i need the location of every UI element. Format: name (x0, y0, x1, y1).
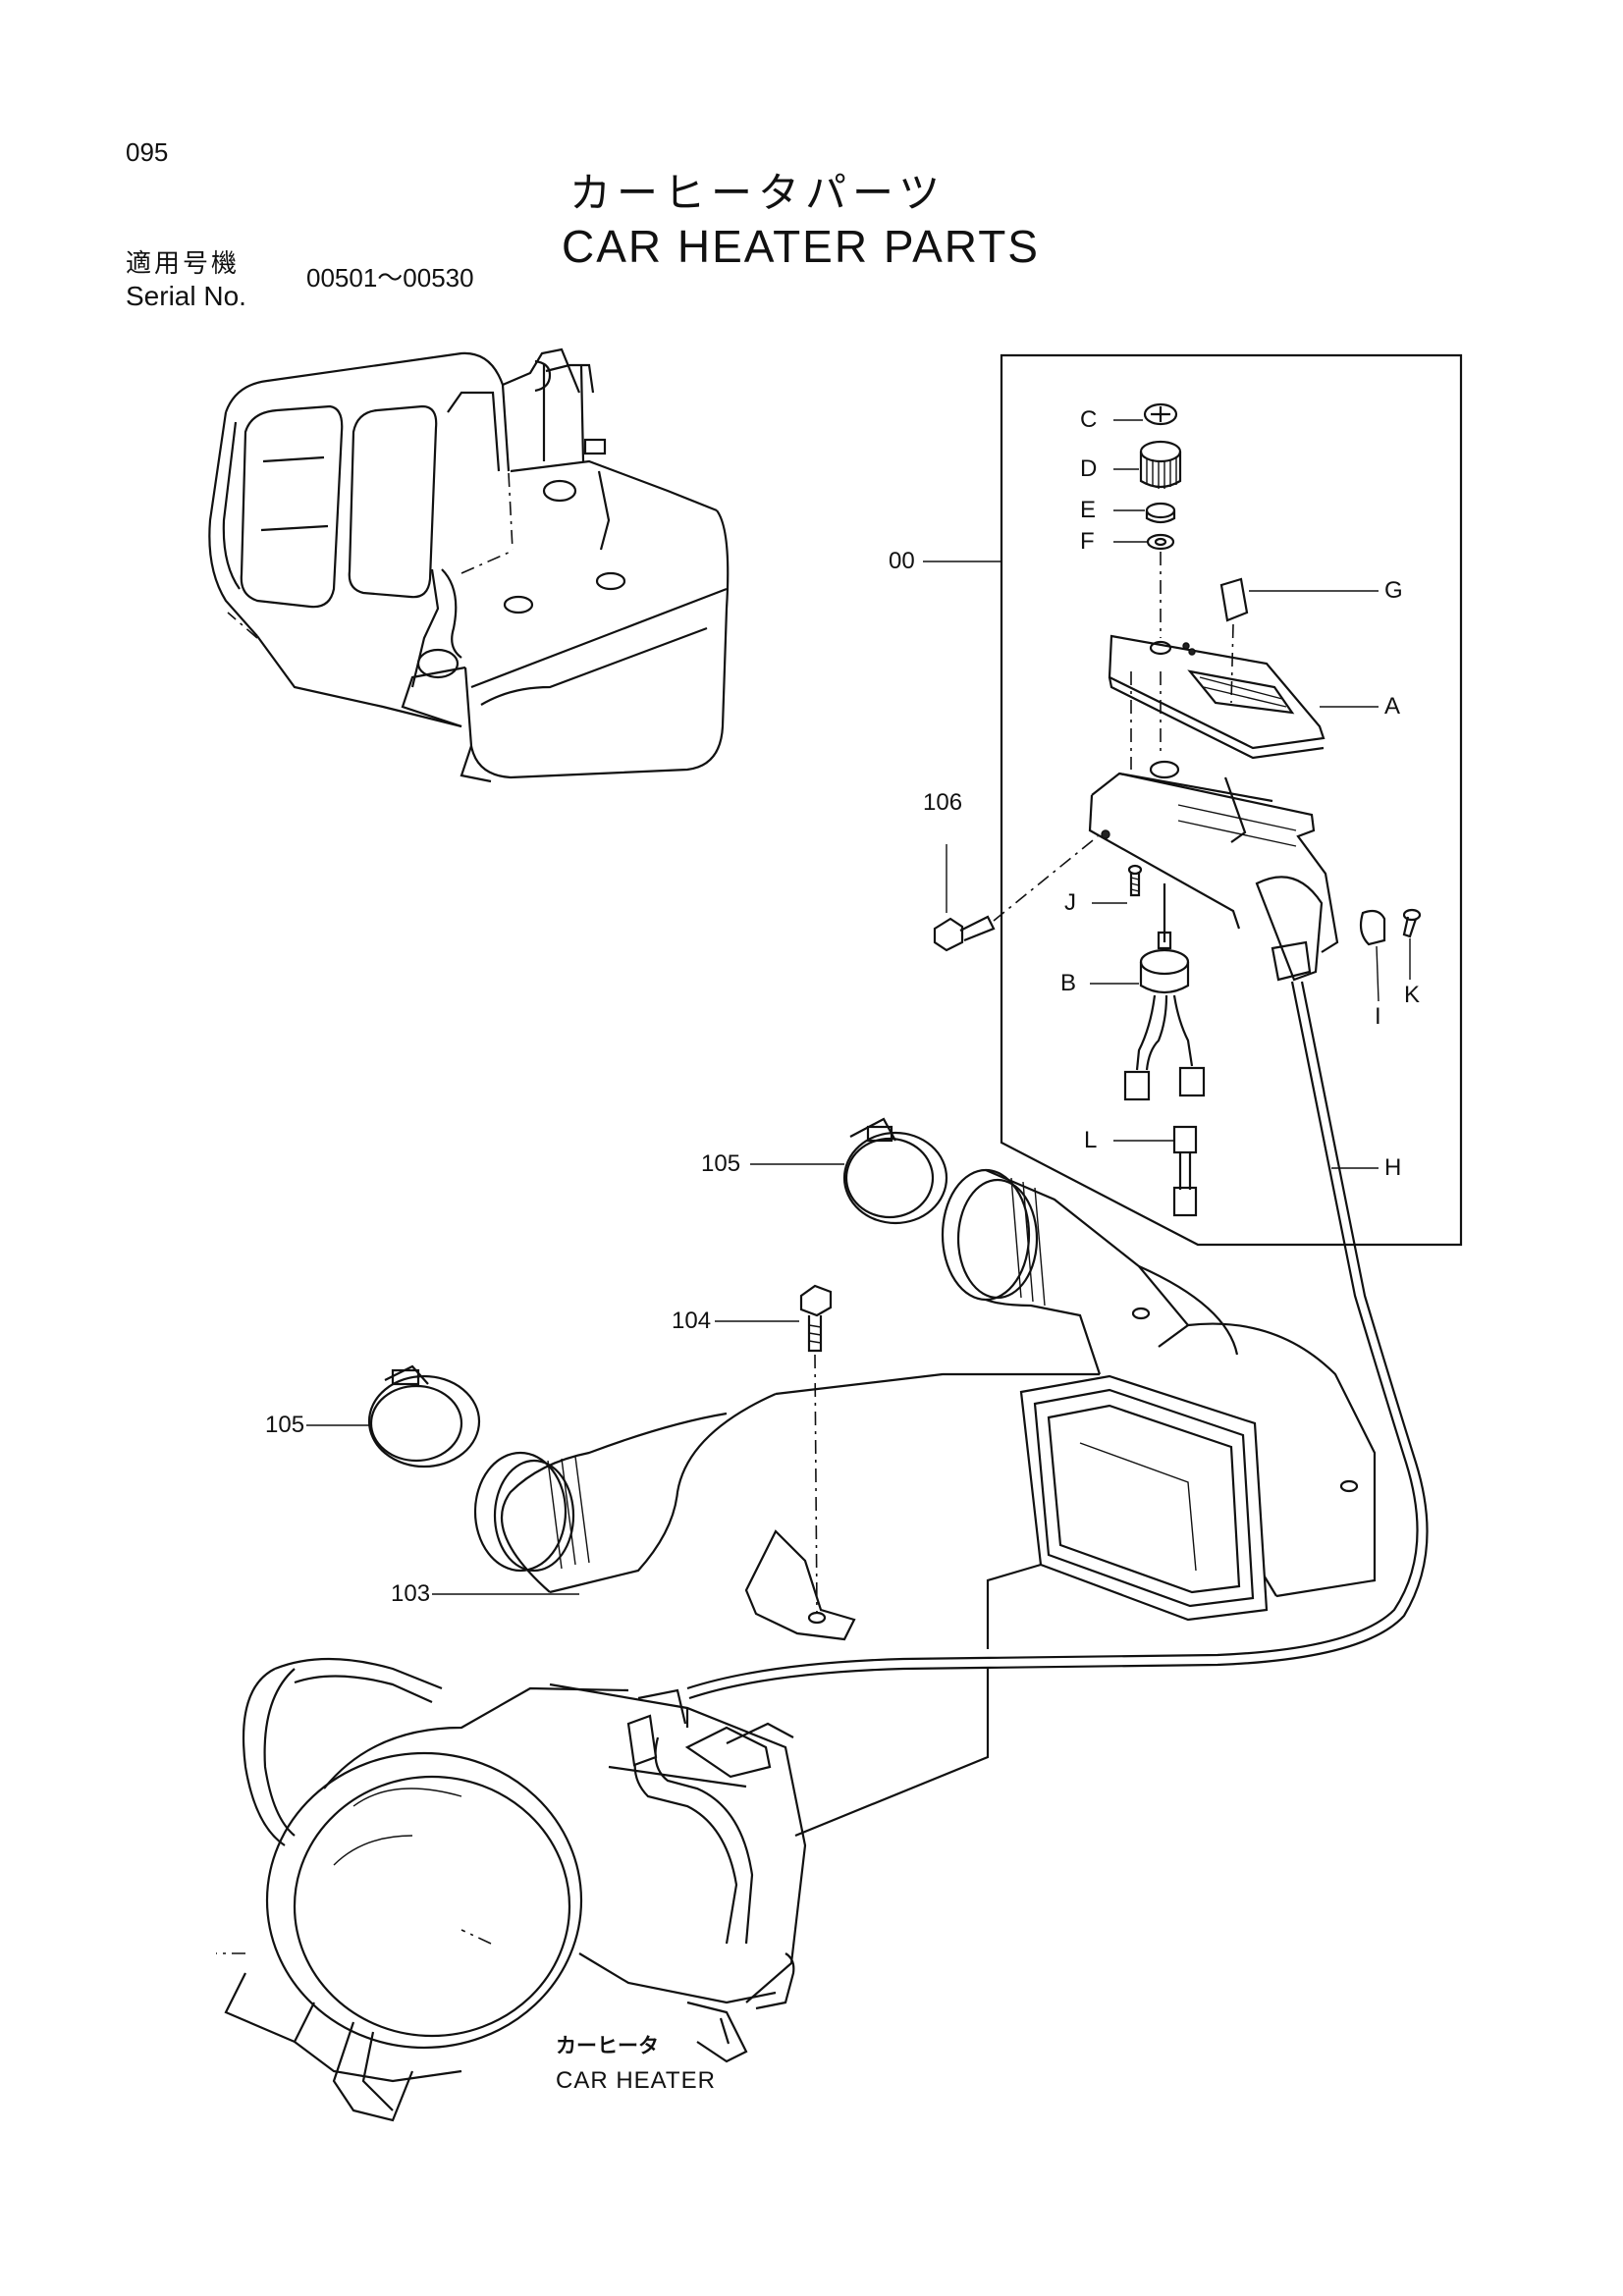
part-105-clamp-upper (842, 1117, 948, 1225)
page-title: CAR HEATER PARTS (562, 221, 1040, 272)
callout-103: 103 (391, 1580, 431, 1607)
callout-105-upper: 105 (701, 1150, 741, 1177)
callout-f: F (1080, 528, 1095, 555)
part-f-washer (1146, 533, 1175, 551)
part-h-cable (686, 981, 1419, 1690)
callout-a: A (1384, 693, 1401, 720)
callout-j: J (1064, 889, 1076, 916)
part-k-screw (1402, 908, 1422, 938)
page-number: 095 (126, 137, 169, 167)
callout-104: 104 (672, 1308, 712, 1334)
part-g-lever-knob (1219, 577, 1249, 622)
callout-g: G (1384, 577, 1403, 604)
part-j-screw (1127, 864, 1143, 897)
callout-i: I (1375, 1003, 1381, 1030)
callout-e: E (1080, 497, 1097, 523)
part-106-bolt (933, 835, 1099, 952)
part-i-clamp (1359, 909, 1386, 946)
leader-lines (306, 419, 1411, 1595)
assembly-frame (1000, 353, 1463, 1247)
excavator-illustration (208, 347, 730, 783)
part-l-connector (1172, 1125, 1198, 1217)
callout-105-lower: 105 (265, 1412, 305, 1438)
callout-h: H (1384, 1154, 1402, 1181)
part-104-bolt (799, 1284, 833, 1615)
part-c-cap (1143, 402, 1178, 426)
callout-k: K (1404, 982, 1421, 1008)
part-103-duct (473, 1168, 1377, 1641)
part-a-panel-plate (1108, 634, 1325, 760)
heater-caption: CAR HEATER (556, 2067, 716, 2094)
part-e-nut (1145, 502, 1176, 524)
callout-c: C (1080, 406, 1098, 433)
cable-edge (688, 981, 1429, 1700)
serial-range: 00501～00530 (306, 263, 474, 293)
page-title-japanese: カーヒータパーツ (569, 169, 947, 217)
part-d-knob (1139, 440, 1182, 489)
part-b-switch (1123, 883, 1206, 1101)
callout-00: 00 (889, 548, 915, 574)
callout-106: 106 (923, 789, 963, 816)
callout-d: D (1080, 455, 1098, 482)
part-105-clamp-lower (367, 1364, 481, 1468)
serial-label: Serial No. (126, 281, 246, 311)
serial-label-japanese: 適用号機 (126, 249, 241, 279)
heater-caption-japanese: カーヒータ (556, 2034, 659, 2057)
car-heater-unit (216, 1657, 807, 2122)
control-bracket (1088, 760, 1339, 982)
callout-b: B (1060, 970, 1077, 996)
callout-l: L (1084, 1127, 1098, 1153)
